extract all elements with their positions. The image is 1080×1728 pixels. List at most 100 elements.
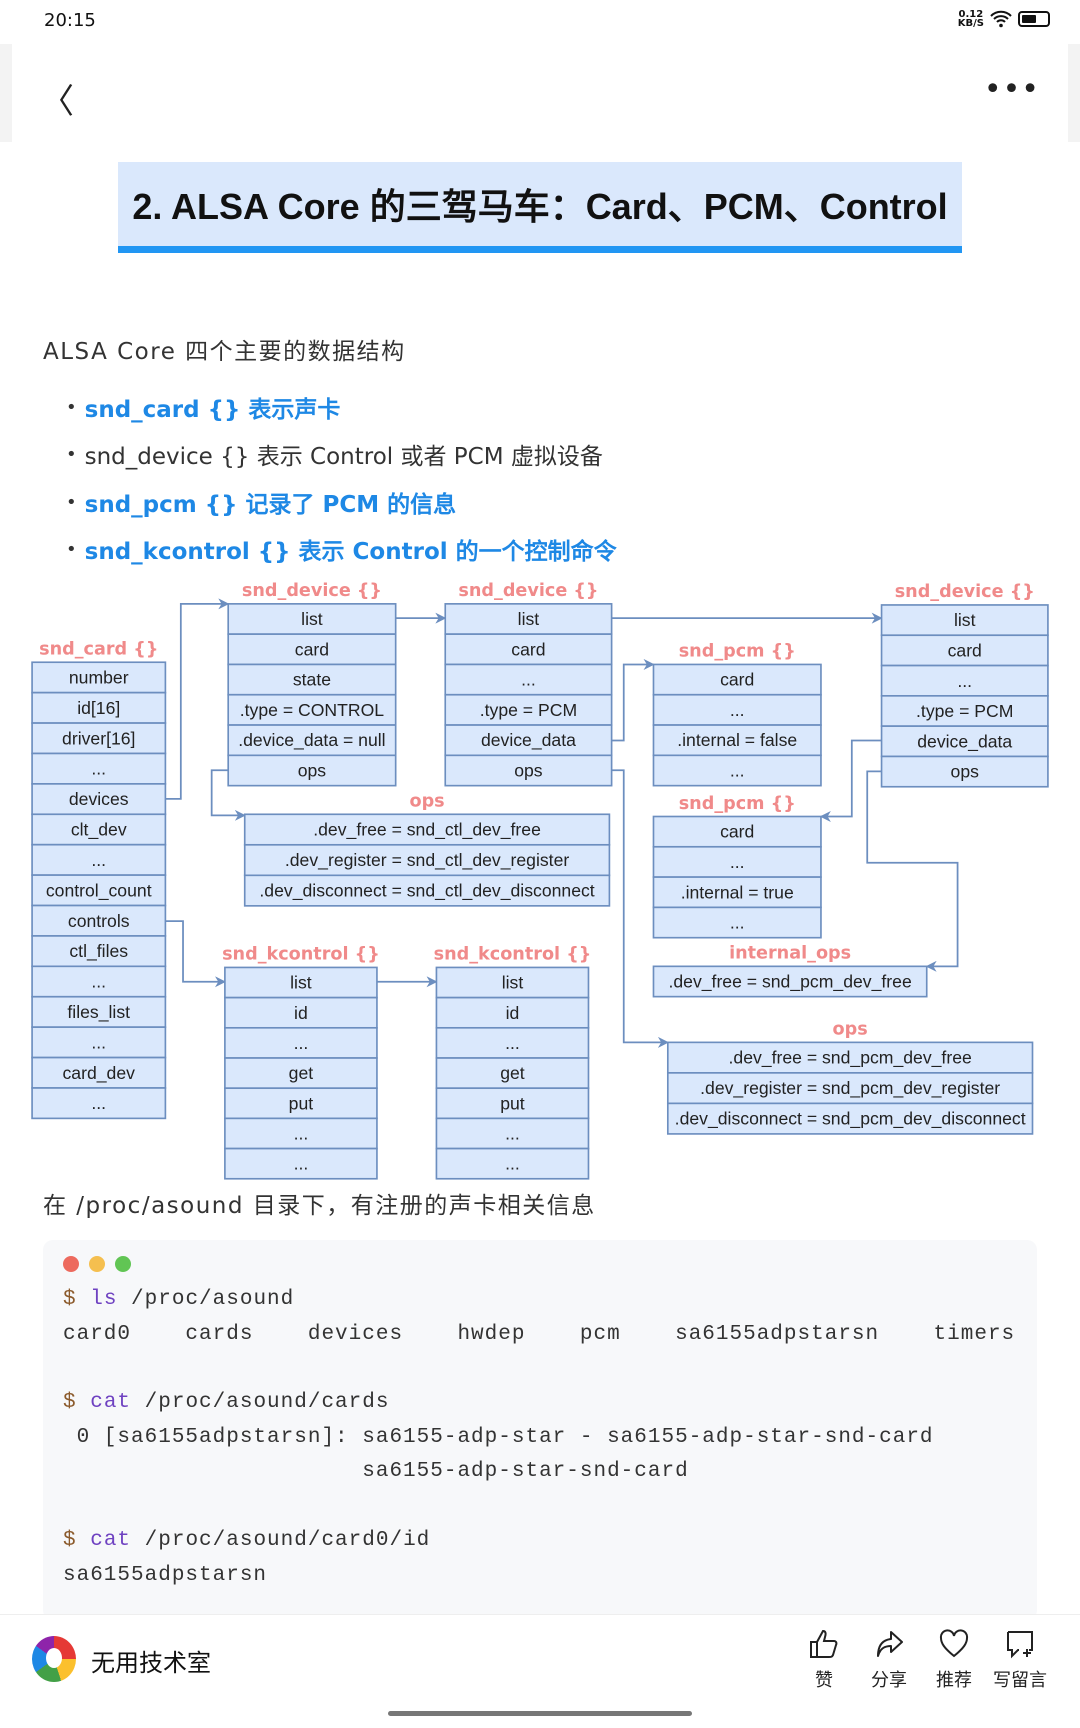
battery-icon [1018,11,1050,27]
struct-field-cell [31,1056,167,1089]
struct-field-cell [31,813,167,846]
bullet-dot-icon: • [66,538,77,560]
struct-field: ... [91,972,106,992]
struct-field-cell [652,754,822,787]
struct-kc2: snd_kcontrol {}listid...getput...... [434,945,591,1180]
bullet-dot-icon: • [66,396,77,418]
struct-field: ops [514,761,543,781]
struct-intops: internal_ops.dev_free = snd_pcm_dev_free [652,944,928,998]
code-line: $ cat /proc/asound/cards [63,1391,389,1414]
struct-field: .dev_disconnect = snd_ctl_dev_disconnect [259,881,594,902]
struct-field: card [948,640,982,660]
struct-title: snd_pcm {} [679,794,796,814]
struct-field-cell [444,663,613,696]
code-block: $ ls /proc/asound card0 cards devices hw… [43,1240,1037,1620]
struct-field: id [294,1003,308,1023]
struct-field: ... [505,1124,520,1144]
prompt: $ [63,1529,91,1552]
struct-field-cell [31,783,167,816]
struct-field: ... [505,1154,520,1174]
struct-field-cell [880,664,1049,697]
struct-field-cell [31,995,167,1028]
struct-kc1: snd_kcontrol {}listid...getput...... [222,945,380,1180]
prompt: $ [63,1391,91,1414]
struct-field: .type = CONTROL [240,700,385,720]
like-button[interactable]: 赞 [794,1628,854,1692]
struct-field: ops [951,762,980,782]
comment-icon [1007,1631,1033,1659]
struct-field-cell [666,1041,1034,1074]
pointer-arrow [611,769,669,1048]
bullet-item: •snd_pcm {} 记录了 PCM 的信息 [66,485,456,519]
argument: /proc/asound/cards [131,1391,390,1414]
bullet-text: snd_kcontrol {} 表示 Control 的一个控制命令 [84,539,617,565]
struct-field-cell [444,754,613,787]
struct-field-cell [227,754,397,787]
struct-field: id[16] [77,698,120,718]
struct-field: card [720,670,754,690]
struct-field-cell [435,966,590,999]
struct-field: ... [91,1032,106,1052]
struct-field-cell [31,661,167,694]
struct-field: list [290,973,312,993]
argument: /proc/asound/card0/id [131,1529,431,1552]
argument: /proc/asound [117,1288,295,1311]
struct-field-cell [652,965,928,998]
struct-field-cell [652,906,822,939]
struct-field-cell [31,1026,167,1059]
struct-field-cell [435,1117,590,1150]
struct-field-cell [435,1147,590,1180]
chevron-left-icon[interactable]: 〈 [40,82,74,122]
struct-title: snd_card {} [39,640,158,660]
bullet-item: •snd_device {} 表示 Control 或者 PCM 虚拟设备 [66,437,603,471]
struct-field: card [511,639,545,659]
author-name[interactable]: 无用技术室 [91,1649,211,1677]
struct-field: device_data [917,731,1012,752]
struct-title: internal_ops [729,944,851,964]
struct-field-cell [652,663,822,696]
struct-field-cell [224,996,378,1029]
struct-field: ... [91,1093,106,1113]
struct-field-cell [444,603,613,635]
struct-field: driver[16] [62,728,135,748]
struct-title: ops [409,792,444,812]
struct-ctlops: ops.dev_free = snd_ctl_dev_free.dev_regi… [243,792,611,907]
struct-title: snd_device {} [242,581,382,601]
bullet-dot-icon: • [66,443,77,465]
more-icon[interactable]: ••• [983,72,1040,107]
bullet-dot-icon: • [66,491,77,513]
struct-pcmops: ops.dev_free = snd_pcm_dev_free.dev_regi… [666,1020,1034,1135]
comment-button[interactable]: 写留言 [990,1628,1050,1692]
struct-pcm2: snd_pcm {}card....internal = true... [652,794,822,939]
struct-field: ... [91,759,106,779]
pointer-arrow [819,739,882,823]
prompt: $ [63,1288,91,1311]
red-dot-icon [63,1256,79,1272]
status-time: 20:15 [44,10,96,31]
recommend-button[interactable]: 推荐 [924,1628,984,1692]
struct-field: ... [730,700,745,720]
struct-field: ... [91,850,106,870]
code-line: $ cat /proc/asound/card0/id [63,1529,430,1552]
code-line: card0 cards devices hwdep pcm sa6155adps… [63,1323,1016,1346]
struct-title: snd_kcontrol {} [222,945,380,965]
struct-field: ctl_files [69,941,128,962]
pointer-arrow [165,598,230,800]
struct-field: ... [294,1154,309,1174]
struct-title: snd_device {} [895,582,1035,602]
share-button[interactable]: 分享 [859,1628,919,1692]
struct-field: .dev_free = snd_ctl_dev_free [313,820,541,841]
struct-field: .device_data = null [238,730,385,751]
struct-field-cell [31,752,167,785]
code-line: 0 [sa6155adpstarsn]: sa6155-adp-star - s… [63,1426,934,1449]
home-indicator[interactable] [388,1711,692,1716]
struct-field: .dev_register = snd_pcm_dev_register [700,1078,1000,1099]
struct-field-cell [227,633,397,666]
share-label: 分享 [871,1670,907,1691]
author-avatar[interactable] [32,1636,76,1682]
struct-field-cell [652,845,822,878]
green-dot-icon [115,1256,131,1272]
